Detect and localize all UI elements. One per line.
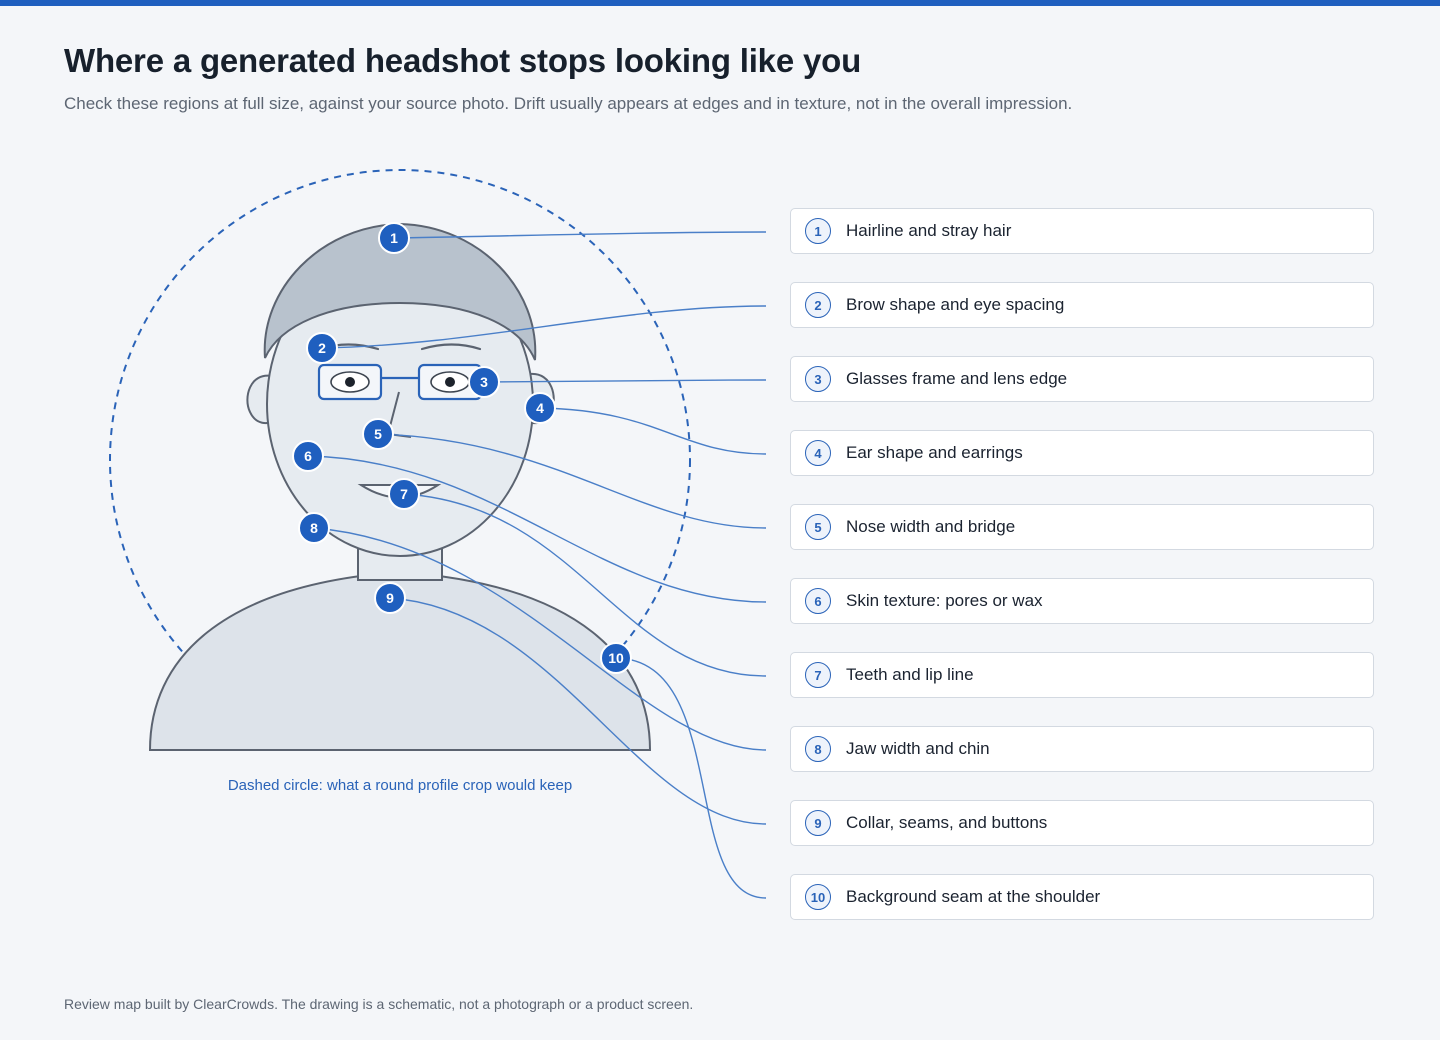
region-number: 3	[805, 366, 831, 392]
region-label: Brow shape and eye spacing	[846, 295, 1065, 314]
region-item-8: 8 Jaw width and chin	[790, 726, 1374, 772]
region-label: Hairline and stray hair	[846, 221, 1012, 240]
region-number: 2	[805, 292, 831, 318]
badge-5: 5	[362, 418, 394, 450]
badge-2: 2	[306, 332, 338, 364]
region-number: 9	[805, 810, 831, 836]
badge-7: 7	[388, 478, 420, 510]
region-item-7: 7 Teeth and lip line	[790, 652, 1374, 698]
leader-line-4	[539, 407, 767, 455]
right-brow	[420, 343, 482, 351]
footer-note: Review map built by ClearCrowds. The dra…	[64, 996, 694, 1012]
svg-text:8: 8	[310, 520, 318, 536]
region-label: Ear shape and earrings	[846, 443, 1023, 462]
region-number: 10	[805, 884, 831, 910]
region-label: Jaw width and chin	[846, 739, 990, 758]
region-number: 4	[805, 440, 831, 466]
svg-text:5: 5	[374, 426, 382, 442]
region-item-1: 1 Hairline and stray hair	[790, 208, 1374, 254]
region-item-3: 3 Glasses frame and lens edge	[790, 356, 1374, 402]
region-number: 8	[805, 736, 831, 762]
badge-10: 10	[600, 642, 632, 674]
accent-bar	[0, 0, 1440, 6]
leader-lines	[307, 231, 767, 899]
badge-6: 6	[292, 440, 324, 472]
region-label: Glasses frame and lens edge	[846, 369, 1068, 388]
crop-caption: Dashed circle: what a round profile crop…	[227, 777, 573, 794]
badge-1: 1	[378, 222, 410, 254]
leader-line-10	[615, 657, 767, 899]
svg-text:1: 1	[390, 230, 398, 246]
region-label: Nose width and bridge	[846, 517, 1016, 536]
region-label: Teeth and lip line	[846, 665, 974, 684]
right-pupil	[445, 377, 455, 387]
left-pupil	[345, 377, 355, 387]
region-item-10: 10 Background seam at the shoulder	[790, 874, 1374, 920]
region-label: Skin texture: pores or wax	[846, 591, 1043, 610]
leader-line-2	[321, 305, 767, 349]
hair	[263, 222, 537, 361]
leader-line-3	[483, 379, 767, 383]
region-number: 5	[805, 514, 831, 540]
svg-text:7: 7	[400, 486, 408, 502]
svg-text:10: 10	[608, 650, 624, 666]
region-label: Background seam at the shoulder	[846, 887, 1101, 906]
leader-line-6	[307, 455, 767, 603]
page-subtitle: Check these regions at full size, agains…	[64, 94, 1073, 113]
svg-text:2: 2	[318, 340, 326, 356]
svg-text:9: 9	[386, 590, 394, 606]
region-label: Collar, seams, and buttons	[846, 813, 1048, 832]
badge-8: 8	[298, 512, 330, 544]
region-item-6: 6 Skin texture: pores or wax	[790, 578, 1374, 624]
svg-text:3: 3	[480, 374, 488, 390]
leader-line-7	[403, 493, 767, 677]
region-number: 1	[805, 218, 831, 244]
leader-line-1	[393, 231, 767, 239]
region-item-5: 5 Nose width and bridge	[790, 504, 1374, 550]
leader-line-9	[389, 597, 767, 825]
region-number: 6	[805, 588, 831, 614]
region-item-9: 9 Collar, seams, and buttons	[790, 800, 1374, 846]
svg-text:6: 6	[304, 448, 312, 464]
region-item-2: 2 Brow shape and eye spacing	[790, 282, 1374, 328]
badge-3: 3	[468, 366, 500, 398]
page-title: Where a generated headshot stops looking…	[64, 42, 862, 79]
region-number: 7	[805, 662, 831, 688]
region-item-4: 4 Ear shape and earrings	[790, 430, 1374, 476]
leader-line-8	[313, 527, 767, 751]
svg-text:4: 4	[536, 400, 544, 416]
badge-9: 9	[374, 582, 406, 614]
leader-line-5	[377, 433, 767, 529]
badge-4: 4	[524, 392, 556, 424]
